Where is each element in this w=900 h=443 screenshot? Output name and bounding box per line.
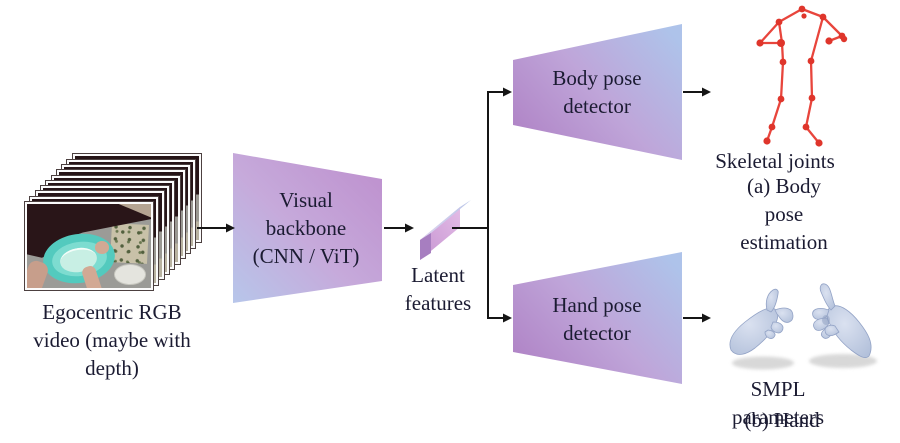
right-hand-mesh: [812, 283, 872, 358]
backbone-label: Visual backbone (CNN / ViT): [252, 188, 360, 268]
input-label: Egocentric RGB video (maybe with depth): [33, 300, 191, 380]
latent-features-bar: [420, 200, 471, 260]
skeleton-joints-icon: [756, 5, 848, 147]
scene-plate: [113, 264, 146, 285]
scene-right-hand: [95, 240, 109, 254]
hand-detector-label: Hand pose detector: [552, 293, 642, 345]
egocentric-scene: [27, 204, 151, 288]
video-frame-stack-icon: [24, 153, 207, 295]
left-hand-mesh: [729, 288, 794, 355]
latent-label: Latent features: [404, 263, 472, 315]
hand-output-label: SMPL parameters: [731, 377, 825, 429]
body-caption: (a) Body pose estimation: [740, 174, 828, 254]
body-detector-label: Body pose detector: [552, 66, 642, 118]
right-hand-shadow: [809, 354, 877, 368]
hand-mesh-pair-icon: [729, 283, 877, 370]
scene-box: [110, 223, 150, 264]
left-hand-shadow: [732, 356, 794, 370]
body-output-label: Skeletal joints: [715, 149, 835, 173]
hand-caption: (b) Hand pose estimation: [744, 408, 820, 443]
video-frame-front: [24, 201, 154, 291]
